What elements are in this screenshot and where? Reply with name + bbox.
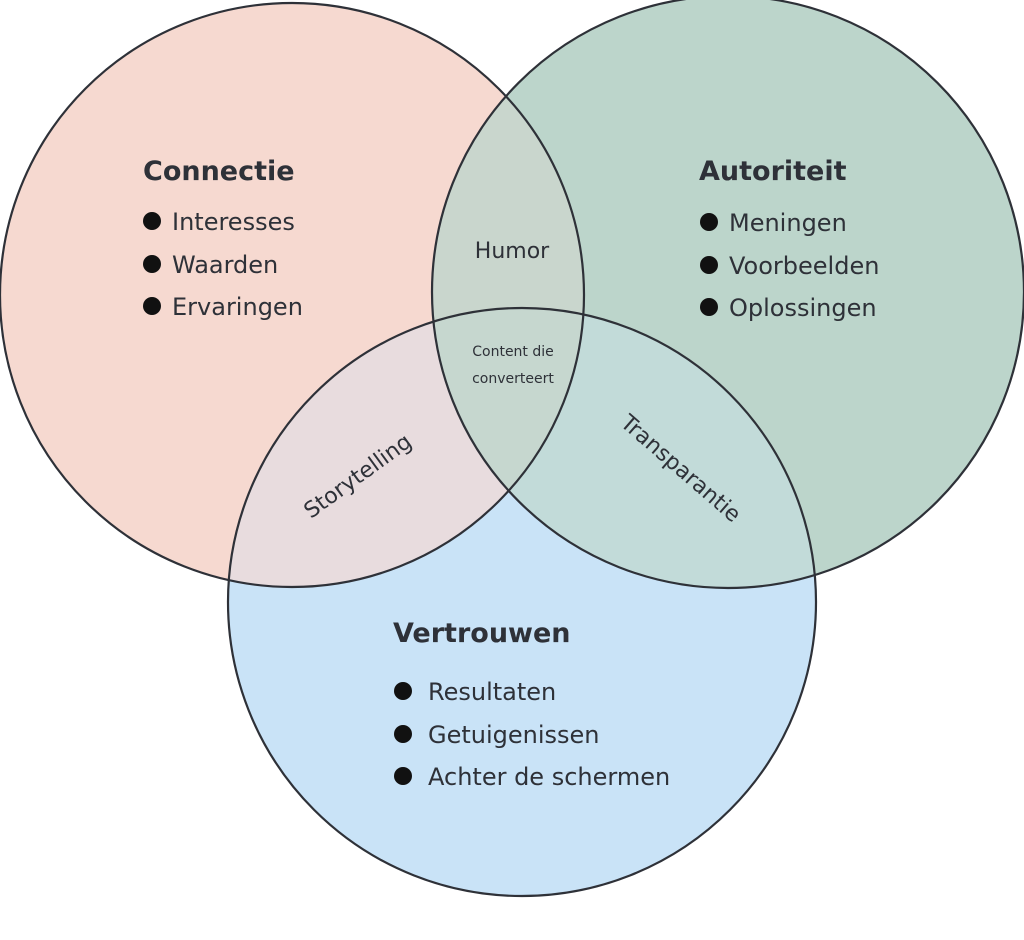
bullet-icon	[700, 256, 718, 274]
bullet-icon	[394, 725, 412, 743]
connectie-vertrouwen-overlap	[228, 308, 584, 587]
autoriteit-vertrouwen-overlap	[432, 308, 816, 588]
bullet-icon	[143, 255, 161, 273]
bullet-icon	[394, 682, 412, 700]
connectie-title: Connectie	[143, 156, 295, 187]
center-label-line1: Content die	[472, 344, 554, 360]
vertrouwen-title: Vertrouwen	[393, 618, 571, 649]
bullet-icon	[394, 767, 412, 785]
humor-label: Humor	[475, 239, 550, 264]
bullet-icon	[700, 213, 718, 231]
vertrouwen-item: Achter de schermen	[428, 763, 670, 791]
vertrouwen-item: Getuigenissen	[428, 721, 600, 749]
autoriteit-item: Meningen	[729, 209, 847, 237]
center-label-line2: converteert	[472, 371, 554, 387]
bullet-icon	[700, 298, 718, 316]
connectie-item: Waarden	[172, 251, 278, 279]
bullet-icon	[143, 212, 161, 230]
autoriteit-item: Oplossingen	[729, 294, 877, 322]
vertrouwen-item: Resultaten	[428, 678, 556, 706]
bullet-icon	[143, 297, 161, 315]
autoriteit-item: Voorbeelden	[729, 252, 879, 280]
connectie-item: Ervaringen	[172, 293, 303, 321]
connectie-item: Interesses	[172, 208, 295, 236]
autoriteit-title: Autoriteit	[699, 156, 847, 187]
